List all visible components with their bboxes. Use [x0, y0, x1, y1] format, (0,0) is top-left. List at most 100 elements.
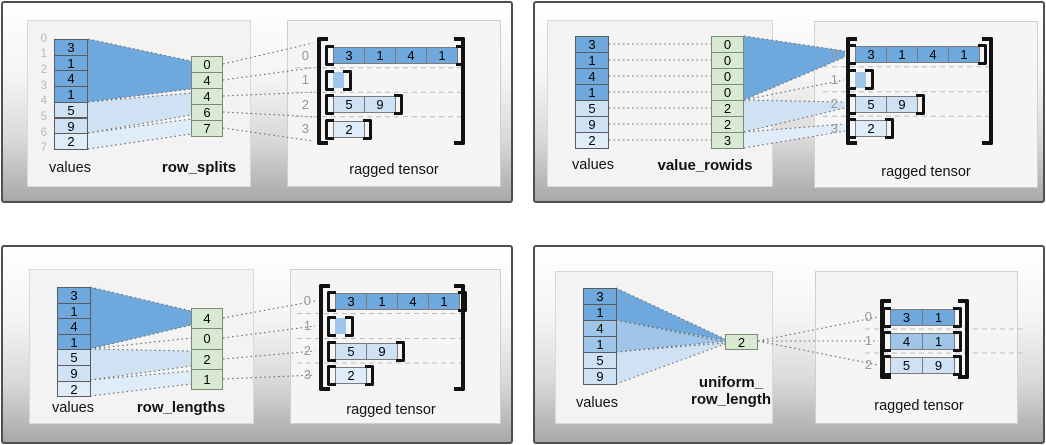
connector-overlay: [609, 35, 991, 149]
empty-row-cell: [855, 71, 866, 88]
values-cell: 3: [54, 39, 88, 56]
row-right-bracket: [365, 364, 374, 386]
row-right-bracket: [456, 45, 465, 66]
dotted-connector-line: [222, 91, 314, 97]
fan-edge-dotted-line: [87, 133, 192, 150]
tensor-cell: 1: [886, 45, 918, 63]
fan-lighter: [88, 119, 191, 149]
values-cell: 4: [583, 320, 617, 337]
values-label: values: [52, 400, 94, 416]
tensor-row-index: 2: [301, 96, 309, 112]
row-right-bracket: [394, 94, 403, 115]
param-label: row_splits: [161, 159, 237, 176]
tensor-cell: 5: [855, 95, 887, 113]
fan-lighter: [744, 124, 845, 148]
tensor-cell: 9: [364, 96, 396, 113]
values-cell: 1: [54, 86, 88, 103]
tensor-label: ragged tensor: [874, 398, 964, 414]
tensor-right-bracket: [958, 299, 969, 379]
values-cell: 1: [575, 52, 609, 69]
boundary-index-label: 7: [40, 142, 47, 155]
tensor-row-index: 2: [303, 343, 311, 358]
row-left-bracket: [325, 118, 334, 140]
tensor-row-index: 0: [830, 46, 838, 61]
fan-edge-dotted-line: [615, 319, 726, 341]
fan-edge-dotted-line: [615, 343, 726, 385]
empty-row-cell: [333, 72, 344, 88]
tensor-cell: 2: [333, 120, 365, 138]
boundary-index-label: 4: [40, 95, 47, 108]
connector-overlay: [87, 38, 463, 150]
tensor-cell: 9: [886, 95, 918, 113]
row-right-bracket: [345, 315, 354, 337]
tensor-right-bracket: [454, 284, 465, 391]
values-label: values: [572, 157, 614, 173]
fan-edge-dotted-line: [615, 287, 726, 340]
tensor-row-index: 0: [301, 47, 309, 63]
param-label: value_rowids: [657, 157, 753, 174]
tensor-cell: 5: [333, 96, 365, 113]
values-cell: 1: [54, 54, 88, 72]
connector-overlay: [615, 287, 1025, 385]
diagram-uniform-row-length: values uniform_ row_length ragged tensor…: [533, 245, 1045, 444]
tensor-left-bracket: [317, 37, 328, 145]
param-cell: 2: [191, 348, 223, 370]
dotted-connector-line: [222, 111, 314, 118]
fan-edge-dotted-line: [89, 383, 192, 397]
boundary-index-label: 3: [40, 79, 47, 92]
row-left-bracket: [327, 315, 336, 337]
values-cell: 5: [575, 100, 609, 117]
boundary-index-label: 6: [40, 126, 47, 139]
param-cell: 0: [711, 36, 744, 53]
row-left-bracket: [847, 118, 856, 139]
fan-edge-dotted-line: [87, 88, 192, 103]
fan-edge-dotted-line: [743, 99, 846, 103]
tensor-left-bracket: [319, 284, 330, 391]
tensor-row-index: 1: [303, 318, 311, 333]
values-cell: 9: [575, 116, 609, 133]
tensor-cell: 1: [366, 292, 398, 310]
tensor-cell: 5: [335, 342, 367, 360]
fan-edge-dotted-line: [89, 286, 192, 312]
row-right-bracket: [978, 43, 987, 65]
row-right-bracket: [885, 118, 894, 139]
row-right-bracket: [458, 290, 467, 312]
fan-edge-dotted-line: [87, 38, 192, 62]
tensor-left-bracket: [846, 37, 857, 145]
tensor-cell: 4: [890, 332, 923, 350]
param-cell: 0: [191, 56, 223, 73]
tensor-label: ragged tensor: [346, 402, 436, 418]
dotted-connector-line: [222, 300, 316, 319]
dotted-connector-line: [743, 79, 845, 101]
dotted-connector-line: [757, 316, 879, 342]
tensor-cell: 1: [922, 332, 955, 350]
row-left-bracket: [882, 354, 891, 376]
boundary-index-label: 2: [40, 63, 47, 76]
tensor-cell: 4: [395, 47, 427, 64]
dotted-connector-line: [222, 374, 316, 380]
tensor-row-index: 3: [303, 367, 311, 382]
fan-lighter: [90, 371, 191, 396]
tensor-right-bracket: [454, 37, 465, 145]
values-cell: 3: [583, 288, 617, 305]
tensor-row-index: 2: [830, 96, 838, 111]
values-cell: 1: [57, 302, 91, 320]
dotted-connector-line: [89, 337, 192, 350]
param-cell: 1: [191, 368, 223, 390]
fan-edge-dotted-line: [87, 92, 192, 103]
param-label: uniform_ row_length: [690, 374, 772, 408]
row-left-bracket: [325, 45, 334, 66]
values-cell: 5: [583, 352, 617, 369]
row-left-bracket: [327, 340, 336, 362]
param-cell: 4: [191, 308, 223, 330]
tensor-row-index: 1: [301, 72, 309, 87]
tensor-cell: 1: [428, 292, 460, 310]
fan-edge-dotted-line: [743, 107, 846, 133]
param-cell: 0: [191, 328, 223, 350]
values-label: values: [49, 160, 91, 176]
fan-edge-dotted-line: [87, 118, 192, 134]
row-right-bracket: [396, 340, 405, 362]
tensor-cell: 2: [335, 366, 367, 384]
tensor-cell: 9: [366, 342, 398, 360]
